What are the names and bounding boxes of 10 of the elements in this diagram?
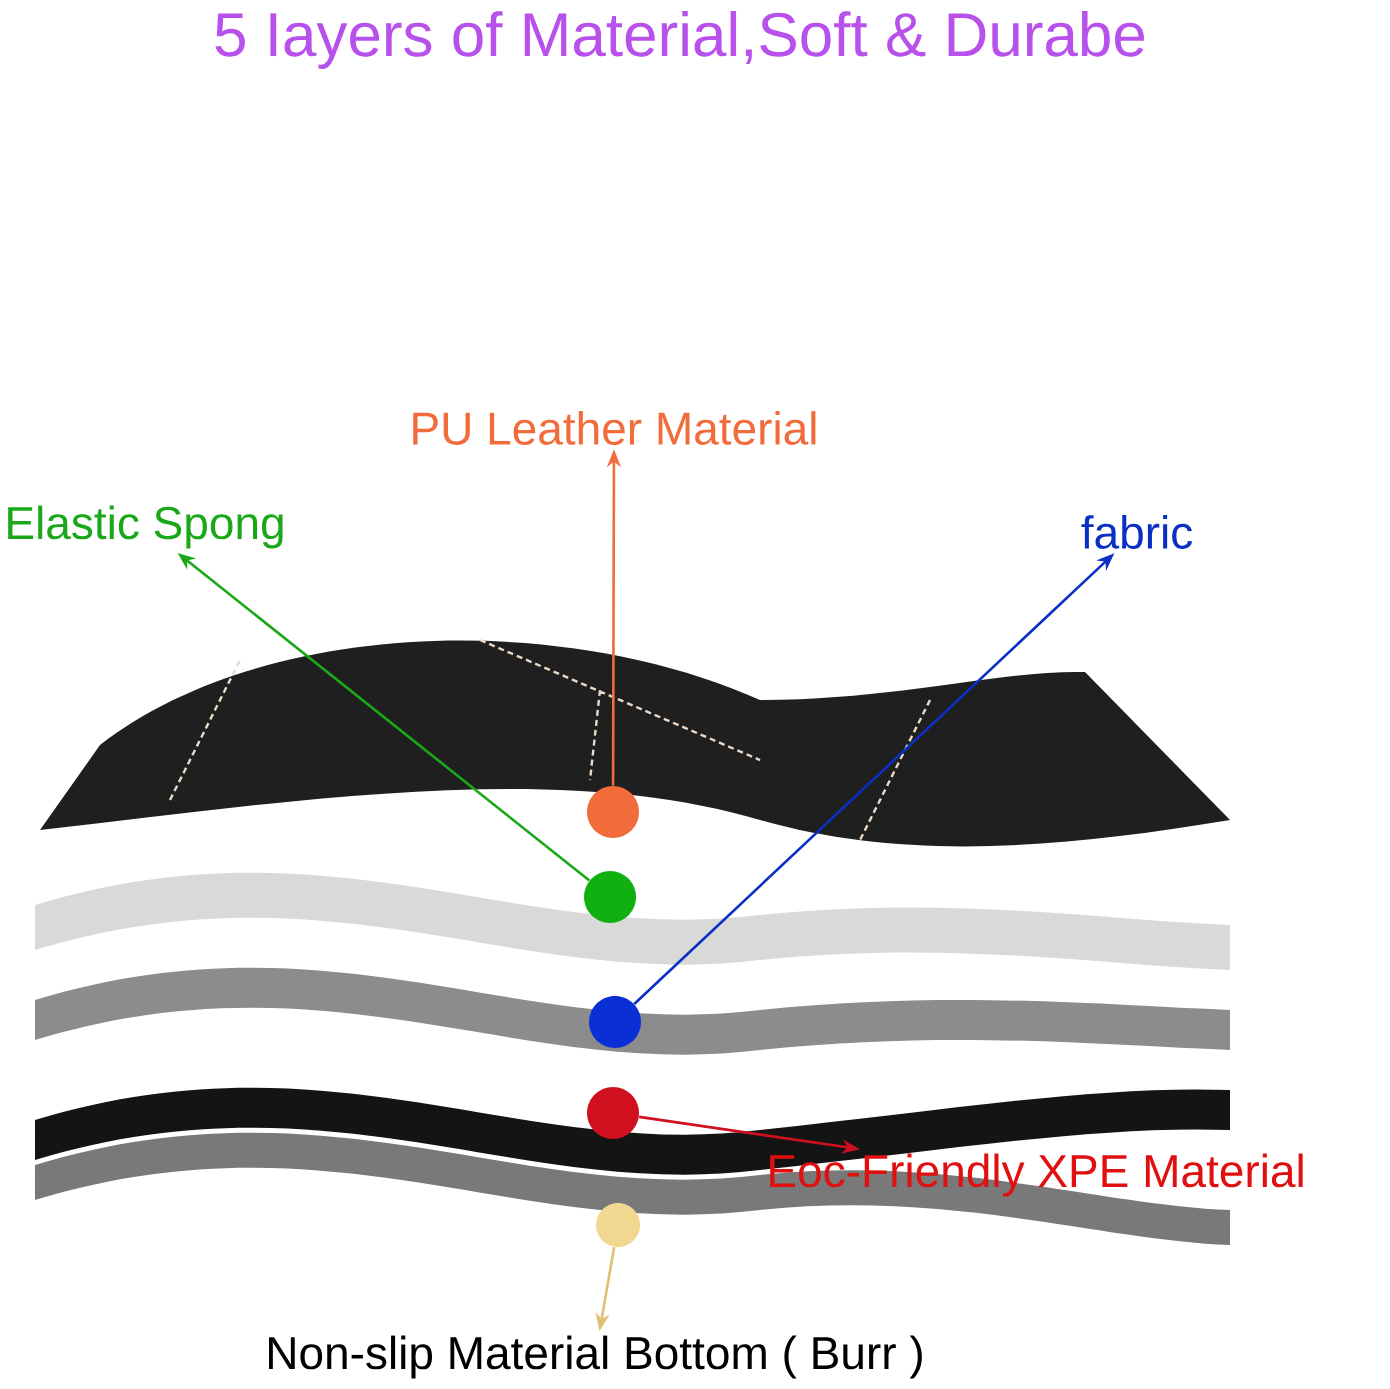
layer-label: PU Leather Material [413,411,816,445]
title: 5 Iayers of Material,Soft & Durabe [215,11,1145,69]
dot [587,1087,639,1140]
dot [589,996,641,1049]
dot [596,1203,640,1248]
layer-label: Non-slip Material Bottom ( Burr ) [269,1335,922,1379]
layer-label: Elastic Spong [8,505,283,549]
dot [584,871,636,923]
layer-label: fabric [1081,515,1193,549]
dot [587,786,639,839]
